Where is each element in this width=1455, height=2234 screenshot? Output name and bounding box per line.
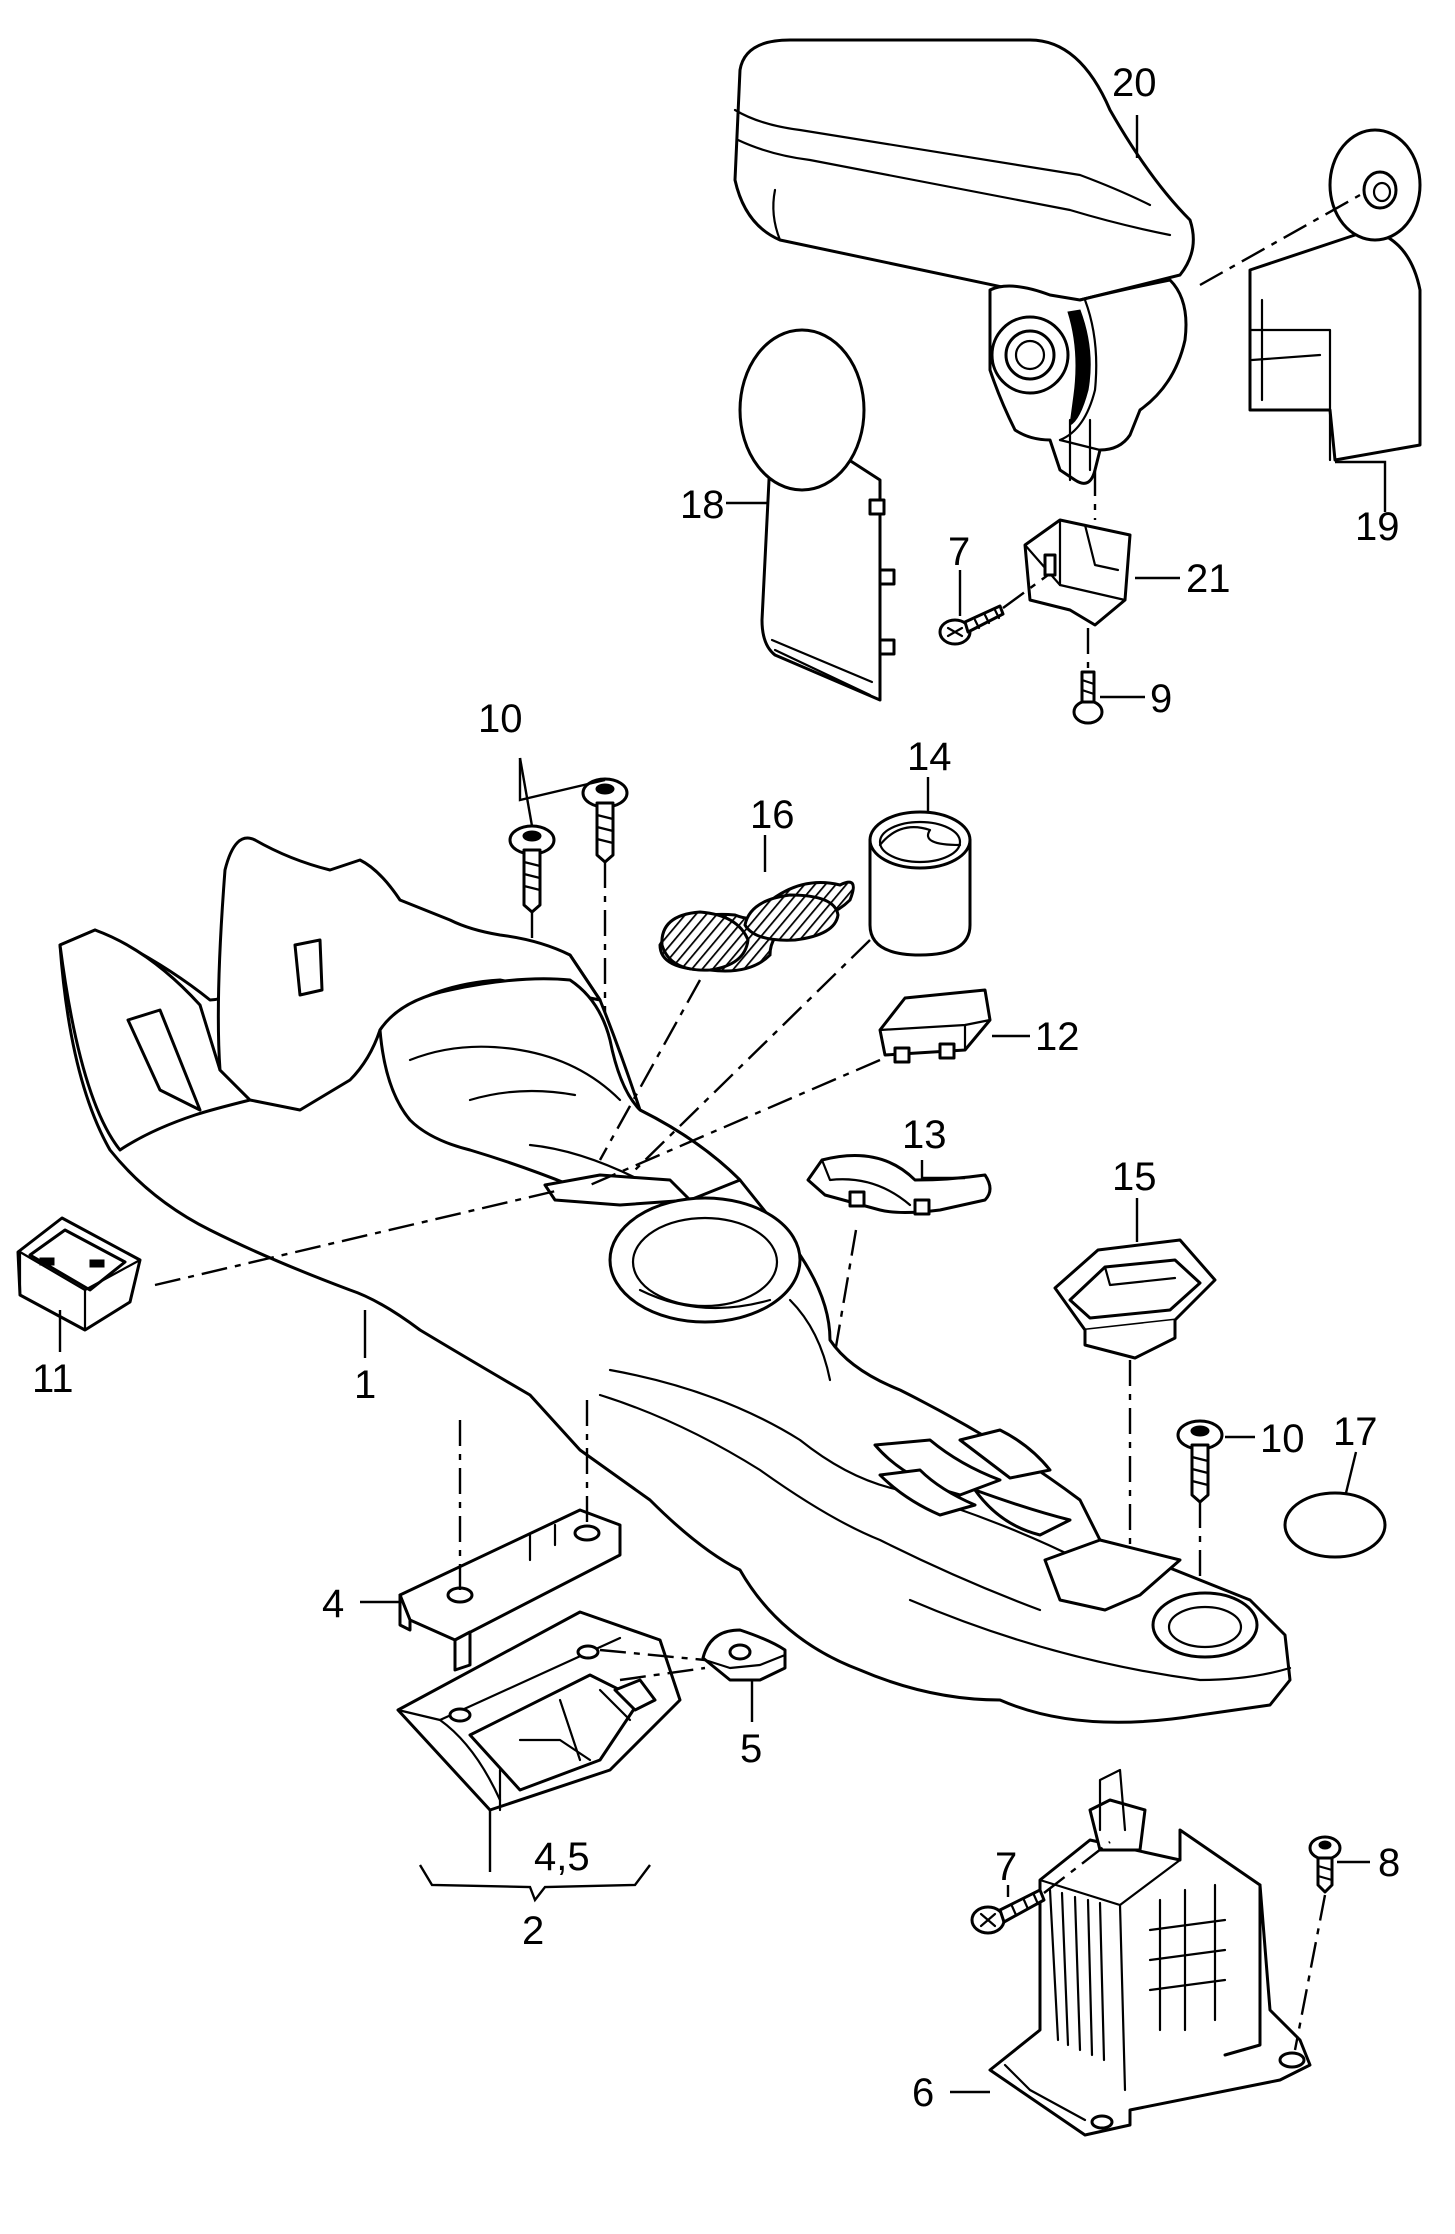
callout-17: 17 <box>1333 1410 1378 1454</box>
callout-11: 11 <box>32 1357 74 1401</box>
callout-14: 14 <box>907 735 952 779</box>
part-16-mat <box>658 880 855 973</box>
callout-7-top: 7 <box>948 530 970 574</box>
part-5-clip <box>701 1628 787 1682</box>
part-1-center-console <box>58 836 1292 1724</box>
leader-lines <box>58 115 1387 2094</box>
callout-2: 2 <box>522 1909 544 1953</box>
callout-9: 9 <box>1150 677 1172 721</box>
part-21-bracket <box>1023 518 1132 627</box>
callout-18: 18 <box>680 483 725 527</box>
screw-10-right-standalone <box>1176 1419 1224 1504</box>
callout-2-sub: 4,5 <box>534 1835 590 1879</box>
part-20-armrest <box>733 38 1195 485</box>
callout-13: 13 <box>902 1113 947 1157</box>
screw-10-right <box>581 777 629 864</box>
callout-10-right: 10 <box>1260 1417 1305 1461</box>
callout-6: 6 <box>912 2071 934 2115</box>
screw-7-top <box>938 604 1005 646</box>
callout-20: 20 <box>1112 61 1157 105</box>
part-6-module <box>988 1768 1312 2137</box>
callout-labels: 20 18 19 21 7 9 10 16 14 12 13 15 10 17 … <box>32 61 1400 2115</box>
part-17-round-mat <box>1283 1491 1387 1559</box>
part-19-rear-cover <box>1248 128 1422 462</box>
callout-12: 12 <box>1035 1015 1080 1059</box>
screw-9 <box>1072 670 1104 725</box>
callout-16: 16 <box>750 793 795 837</box>
callout-4: 4 <box>322 1582 344 1626</box>
part-13-trim <box>806 1154 992 1216</box>
callout-5: 5 <box>740 1727 762 1771</box>
callout-15: 15 <box>1112 1155 1157 1199</box>
callout-19: 19 <box>1355 505 1400 549</box>
part-15-tray <box>1053 1238 1217 1360</box>
screw-8 <box>1308 1835 1342 1894</box>
screw-10-left <box>508 824 556 914</box>
part-4-bracket <box>398 1508 622 1672</box>
part-18-side-cover <box>738 328 896 702</box>
part-11-switch-frame <box>16 1216 142 1332</box>
callout-8: 8 <box>1378 1841 1400 1885</box>
screw-7-bottom <box>970 1888 1046 1935</box>
part-2-housing <box>396 1610 682 1812</box>
part-12-cap <box>878 988 992 1064</box>
callout-10-top: 10 <box>478 697 523 741</box>
callout-21: 21 <box>1186 557 1231 601</box>
callout-7-bottom: 7 <box>995 1845 1017 1889</box>
callout-1: 1 <box>354 1363 376 1407</box>
part-14-cup-insert <box>868 810 972 957</box>
